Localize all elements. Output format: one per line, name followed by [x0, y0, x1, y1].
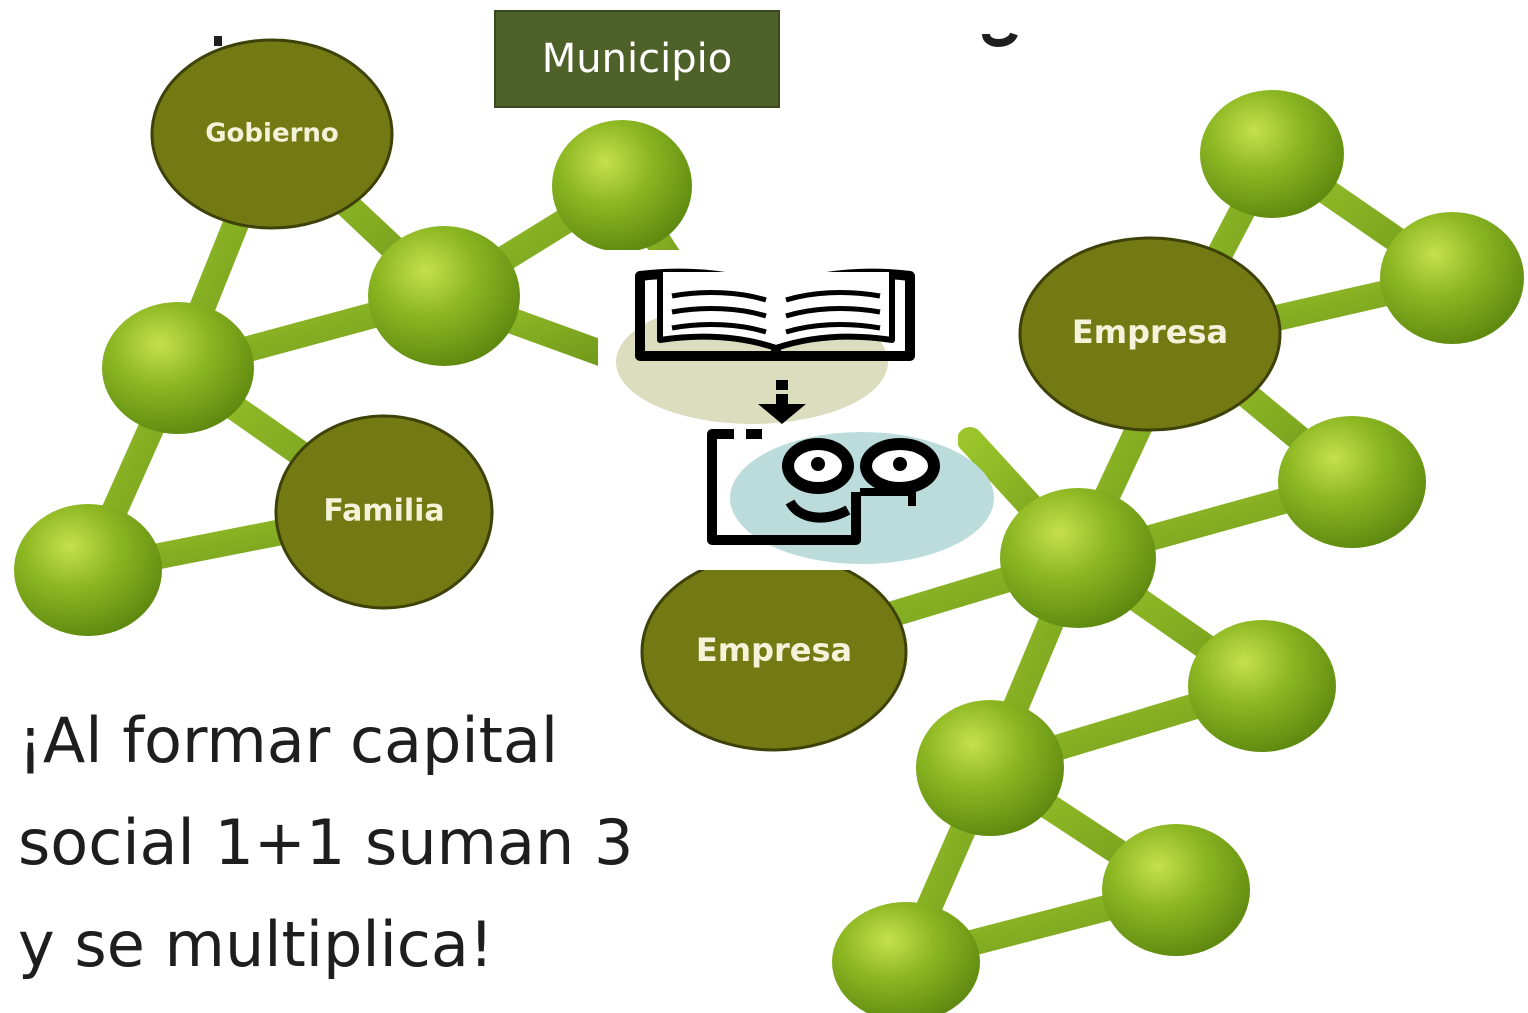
empresa-bottom-label: Empresa — [696, 631, 852, 669]
familia-label: Familia — [323, 494, 444, 529]
arrow-down-icon — [758, 380, 806, 424]
title-remnant — [214, 31, 1018, 47]
network-node — [552, 120, 692, 252]
network-node — [1380, 212, 1524, 344]
label-node-empresa-bottom: Empresa — [640, 552, 908, 752]
network-node — [832, 902, 980, 1013]
book-reader-icon — [598, 250, 994, 570]
network-node — [1000, 488, 1156, 628]
label-node-gobierno: Gobierno — [150, 38, 394, 230]
gobierno-label: Gobierno — [205, 119, 339, 149]
tagline-line-1: ¡Al formar capital — [18, 704, 559, 777]
right-cluster-balls — [832, 90, 1524, 1013]
book-icon — [635, 268, 915, 361]
network-node — [1102, 824, 1250, 956]
network-node — [1278, 416, 1426, 548]
network-node — [102, 302, 254, 434]
left-cluster-balls — [14, 120, 692, 636]
empresa-top-label: Empresa — [1072, 313, 1228, 351]
label-node-empresa-top: Empresa — [1018, 236, 1282, 432]
tagline-line-2: social 1+1 suman 3 — [18, 806, 634, 879]
network-node — [14, 504, 162, 636]
reader-face-icon — [707, 429, 940, 545]
network-node — [368, 226, 520, 366]
municipio-button[interactable]: Municipio — [494, 10, 780, 108]
tagline-line-3: y se multiplica! — [18, 908, 494, 981]
network-node — [1188, 620, 1336, 752]
network-node — [1200, 90, 1344, 218]
tagline: ¡Al formar capital social 1+1 suman 3 y … — [18, 690, 658, 996]
network-node — [916, 700, 1064, 836]
label-node-familia: Familia — [274, 414, 494, 610]
